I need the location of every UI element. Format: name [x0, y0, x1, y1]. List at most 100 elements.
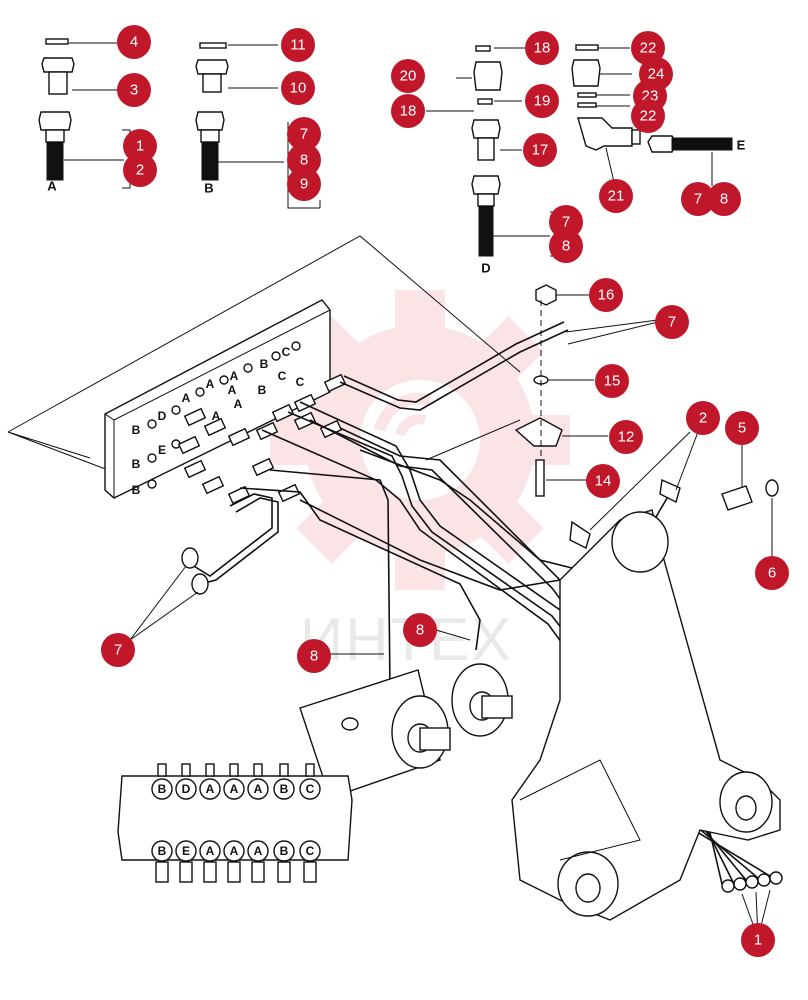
- svg-text:B: B: [132, 423, 141, 437]
- svg-text:B: B: [158, 844, 167, 858]
- callout-5: 5: [725, 411, 759, 445]
- callout-label: 17: [532, 142, 549, 159]
- hose-end-fitting: [38, 111, 72, 131]
- callout-label: 1: [754, 932, 762, 949]
- callout-circle: [707, 182, 741, 216]
- callout-17: 17: [523, 133, 557, 167]
- callout-16: 16: [589, 278, 623, 312]
- callout-8: 8: [707, 182, 741, 216]
- callout-circle: [589, 278, 623, 312]
- callout-circle: [525, 84, 559, 118]
- callout-label: 8: [562, 238, 570, 255]
- callout-circle: [595, 364, 629, 398]
- callout-label: 7: [694, 191, 702, 208]
- callout-label: 15: [604, 373, 621, 390]
- callout-18: 18: [391, 94, 425, 128]
- callout-label: 3: [130, 82, 138, 99]
- bolt-14: [535, 459, 545, 497]
- callout-circle: [631, 31, 665, 65]
- callout-circle: [631, 99, 665, 133]
- callout-label: 19: [534, 93, 551, 110]
- svg-text:C: C: [278, 369, 287, 383]
- callout-circle: [123, 153, 157, 187]
- hose-assembly-e: E: [571, 44, 746, 186]
- callout-circle: [681, 182, 715, 216]
- hose-letter-e: E: [737, 138, 746, 153]
- callout-14: 14: [586, 464, 620, 498]
- svg-text:A: A: [212, 409, 221, 423]
- callout-label: 8: [310, 648, 318, 665]
- callout-circle: [281, 28, 315, 62]
- valve-bank-top-row: B D A A A B C: [151, 778, 321, 800]
- callout-label: 7: [562, 214, 570, 231]
- callout-label: 24: [648, 66, 665, 83]
- callout-8: 8: [403, 613, 437, 647]
- boom-arm: [511, 509, 781, 921]
- callout-circle: [609, 420, 643, 454]
- callout-label: 22: [640, 108, 657, 125]
- hose-letter-b: B: [204, 181, 213, 196]
- hose-letter-a: A: [47, 179, 57, 194]
- svg-text:B: B: [158, 782, 167, 796]
- callout-12: 12: [609, 420, 643, 454]
- valve-bank: B D A A A B C B E A A A B C: [117, 763, 353, 883]
- callout-1: 1: [741, 923, 775, 957]
- svg-text:E: E: [182, 844, 190, 858]
- svg-text:D: D: [182, 782, 191, 796]
- callout-circle: [655, 305, 689, 339]
- callout-label: 2: [136, 162, 144, 179]
- hose-d: [478, 205, 494, 257]
- callout-label: 21: [608, 188, 625, 205]
- callout-circle: [287, 117, 321, 151]
- callout-circle: [287, 143, 321, 177]
- callout-circle: [599, 179, 633, 213]
- callout-circle: [123, 129, 157, 163]
- callout-circle: [525, 31, 559, 65]
- svg-text:A: A: [206, 782, 215, 796]
- callout-10: 10: [281, 71, 315, 105]
- callout-circle: [725, 411, 759, 445]
- callout-8: 8: [297, 639, 331, 673]
- callout-7: 7: [287, 117, 321, 151]
- callout-label: 1: [136, 138, 144, 155]
- callout-6: 6: [755, 556, 789, 590]
- callout-circle: [686, 401, 720, 435]
- callout-label: 10: [290, 80, 307, 97]
- hydraulic-cylinders: [299, 663, 513, 799]
- svg-text:E: E: [158, 443, 166, 457]
- callout-20: 20: [391, 59, 425, 93]
- callout-label: 9: [300, 176, 308, 193]
- callout-22: 22: [631, 99, 665, 133]
- svg-text:D: D: [158, 409, 167, 423]
- callout-circle: [755, 556, 789, 590]
- callout-8: 8: [287, 143, 321, 177]
- svg-text:B: B: [280, 782, 289, 796]
- svg-text:B: B: [280, 844, 289, 858]
- callout-label: 7: [668, 314, 676, 331]
- callout-11: 11: [281, 28, 315, 62]
- svg-text:A: A: [230, 844, 239, 858]
- adapter-20: [473, 61, 503, 91]
- callout-label: 14: [595, 473, 612, 490]
- callout-21: 21: [599, 179, 633, 213]
- svg-text:A: A: [254, 844, 263, 858]
- callout-label: 7: [114, 642, 122, 659]
- clamp-12: [514, 417, 563, 447]
- callout-label: 18: [534, 40, 551, 57]
- svg-text:A: A: [254, 782, 263, 796]
- nut-16: [535, 284, 557, 306]
- svg-text:B: B: [260, 357, 269, 371]
- callout-label: 8: [720, 191, 728, 208]
- manifold-block: [104, 299, 331, 499]
- callout-2: 2: [123, 153, 157, 187]
- svg-text:C: C: [282, 345, 291, 359]
- callout-circle: [297, 639, 331, 673]
- callout-7: 7: [655, 305, 689, 339]
- svg-text:A: A: [230, 782, 239, 796]
- callout-circle: [281, 71, 315, 105]
- callout-label: 11: [290, 37, 306, 54]
- callout-label: 18: [400, 103, 417, 120]
- hose-routing-assembly: B D B E B A A A A A A B B C C C: [7, 235, 783, 939]
- callout-label: 2: [699, 410, 707, 427]
